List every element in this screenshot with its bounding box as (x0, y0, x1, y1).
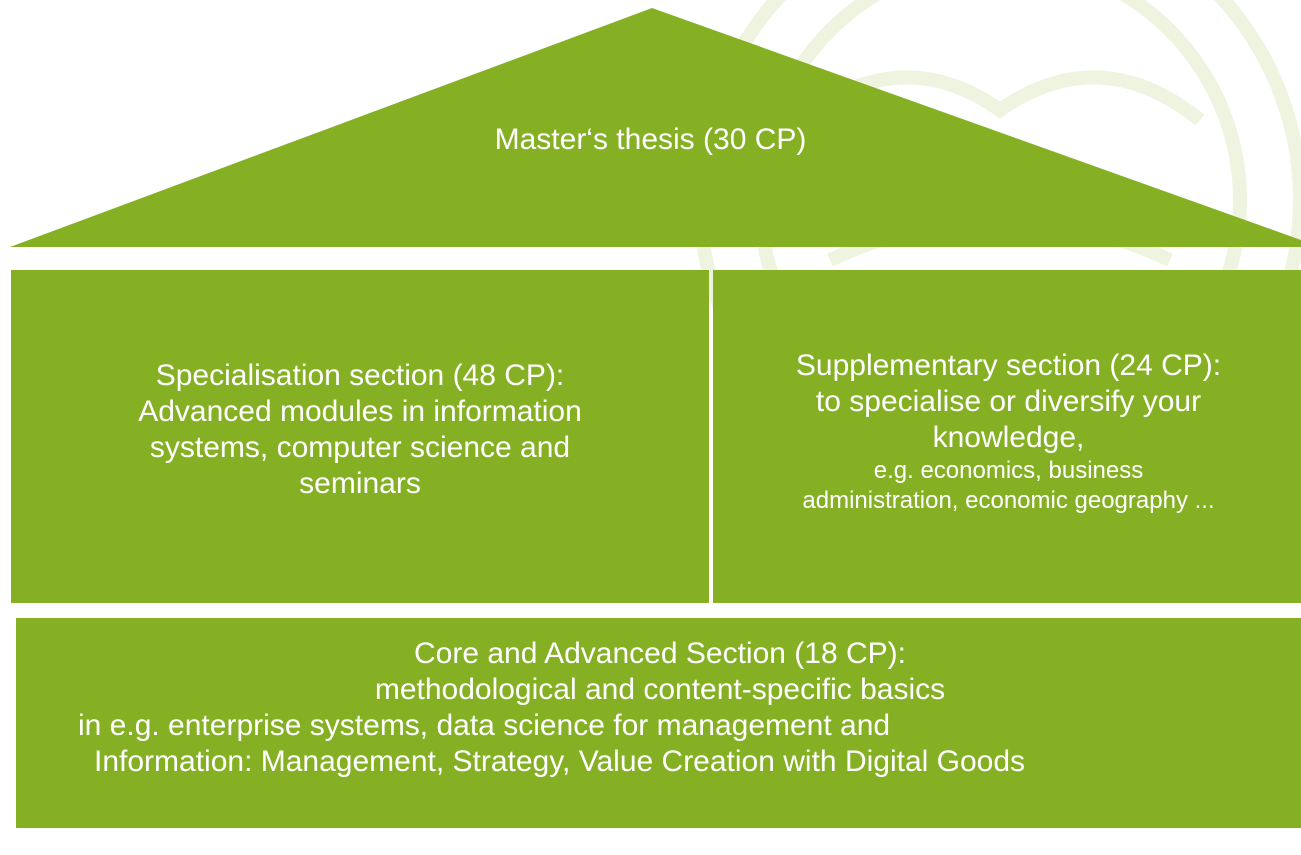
specialisation-line: Advanced modules in information (138, 394, 582, 428)
supplementary-example-line: administration, economic geography ... (802, 486, 1215, 514)
supplementary-example-line: e.g. economics, business (873, 456, 1144, 484)
masters-thesis-label: Master‘s thesis (30 CP) (494, 123, 807, 156)
supplementary-line: Supplementary section (24 CP): (795, 348, 1222, 382)
core-line: in e.g. enterprise systems, data science… (78, 709, 891, 742)
specialisation-line: Specialisation section (48 CP): (155, 358, 565, 392)
specialisation-section-text: Specialisation section (48 CP): Advanced… (60, 358, 660, 502)
core-line: methodological and content-specific basi… (374, 673, 946, 706)
core-line: Core and Advanced Section (18 CP): (414, 637, 906, 670)
roof-triangle (10, 8, 1301, 247)
supplementary-line: knowledge, (932, 420, 1085, 454)
specialisation-line: systems, computer science and (149, 430, 571, 464)
core-line: Information: Management, Strategy, Value… (94, 745, 1026, 778)
core-advanced-section-block: Core and Advanced Section (18 CP): metho… (16, 618, 1301, 828)
specialisation-line: seminars (299, 466, 421, 500)
supplementary-section-block: Supplementary section (24 CP): to specia… (713, 270, 1301, 603)
supplementary-section-text: Supplementary section (24 CP): to specia… (724, 348, 1294, 516)
specialisation-section-block: Specialisation section (48 CP): Advanced… (11, 270, 709, 603)
supplementary-line: to specialise or diversify your (815, 384, 1202, 418)
